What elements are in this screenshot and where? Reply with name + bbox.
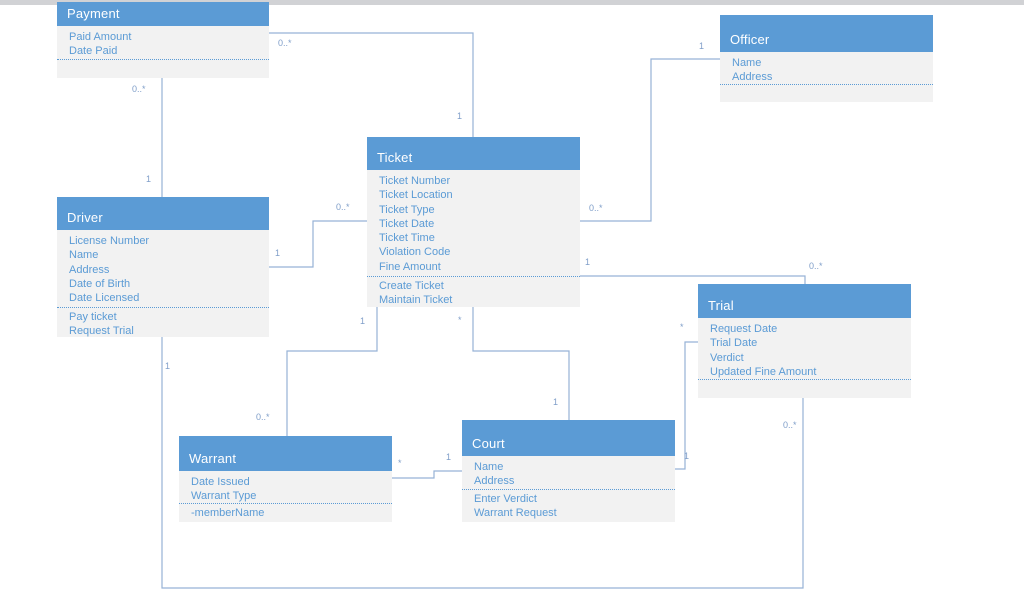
attribute-row: Date Licensed [69, 292, 140, 305]
attribute-row: Ticket Date [379, 217, 435, 230]
multiplicity-label-driver-trial-0: 1 [165, 361, 171, 371]
multiplicity-label-ticket-court-0: * [458, 315, 462, 325]
attribute-row: Name [732, 57, 762, 69]
entity-trial-operations [698, 379, 911, 398]
operation-row: Pay ticket [69, 311, 117, 323]
attribute-row: Updated Fine Amount [710, 365, 817, 378]
entity-driver-title: Driver [57, 197, 269, 230]
entity-court-title: Court [462, 420, 675, 456]
attribute-row: Name [69, 249, 99, 262]
multiplicity-label-warrant-court-1: 1 [446, 452, 452, 462]
attribute-row: Date Paid [69, 45, 118, 58]
connector-trial-court [675, 341, 698, 470]
attribute-row: Address [732, 71, 773, 84]
multiplicity-label-payment-driver-0: 0..* [132, 84, 146, 94]
operation-row: Request Trial [69, 325, 134, 337]
attribute-row: Fine Amount [379, 260, 441, 273]
multiplicity-label-ticket-warrant-1: 0..* [256, 412, 270, 422]
multiplicity-label-warrant-court-0: * [398, 458, 402, 468]
entity-warrant-operations: -memberName [179, 503, 392, 522]
multiplicity-label-trial-court-0: * [680, 322, 684, 332]
multiplicity-label-officer-ticket-0: 1 [699, 41, 705, 51]
multiplicity-label-driver-trial-1: 0..* [783, 420, 797, 430]
multiplicity-label-driver-ticket-0: 1 [275, 248, 281, 258]
operation-row: Warrant Request [474, 507, 557, 520]
attribute-row: Warrant Type [191, 490, 257, 503]
entity-ticket-title: Ticket [367, 137, 580, 170]
entity-officer-operations [720, 84, 933, 102]
attribute-row: Date of Birth [69, 277, 131, 290]
connector-ticket-warrant [286, 307, 378, 436]
operation-row: Create Ticket [379, 280, 444, 292]
operation-row: Maintain Ticket [379, 294, 453, 307]
attribute-row: Ticket Number [379, 175, 451, 187]
connector-driver-ticket [269, 220, 367, 268]
multiplicity-label-driver-ticket-1: 0..* [336, 202, 350, 212]
multiplicity-label-payment-ticket-0: 0..* [278, 38, 292, 48]
connector-warrant-court [392, 470, 462, 479]
attribute-row: Ticket Time [379, 232, 435, 245]
top-divider-bar [0, 0, 1024, 5]
multiplicity-label-payment-ticket-1: 1 [457, 111, 463, 121]
entity-payment-title: Payment [57, 2, 269, 26]
attribute-row: Paid Amount [69, 31, 132, 43]
attribute-row: Trial Date [710, 337, 758, 350]
multiplicity-label-ticket-warrant-0: 1 [360, 316, 366, 326]
operation-row: -memberName [191, 507, 265, 519]
multiplicity-label-ticket-trial-1: 0..* [809, 261, 823, 271]
attribute-row: Ticket Type [379, 203, 435, 216]
connector-officer-ticket [580, 58, 720, 222]
attribute-row: Name [474, 461, 504, 473]
operation-row: Enter Verdict [474, 493, 537, 505]
entity-trial-title: Trial [698, 284, 911, 318]
entity-payment-operations [57, 59, 269, 78]
entity-officer-title: Officer [720, 15, 933, 52]
multiplicity-label-trial-court-1: 1 [684, 451, 690, 461]
multiplicity-label-payment-driver-1: 1 [146, 174, 152, 184]
attribute-row: Verdict [710, 351, 744, 364]
attribute-row: Address [69, 263, 110, 276]
multiplicity-label-officer-ticket-1: 0..* [589, 203, 603, 213]
connector-ticket-trial [580, 275, 806, 284]
attribute-row: Ticket Location [379, 189, 453, 202]
attribute-row: Request Date [710, 323, 778, 335]
entity-warrant-title: Warrant [179, 436, 392, 471]
multiplicity-label-ticket-court-1: 1 [553, 397, 559, 407]
multiplicity-label-ticket-trial-0: 1 [585, 257, 591, 267]
attribute-row: License Number [69, 235, 150, 247]
attribute-row: Date Issued [191, 476, 250, 488]
attribute-row: Address [474, 475, 515, 488]
connector-payment-ticket [269, 32, 474, 137]
attribute-row: Violation Code [379, 246, 451, 259]
